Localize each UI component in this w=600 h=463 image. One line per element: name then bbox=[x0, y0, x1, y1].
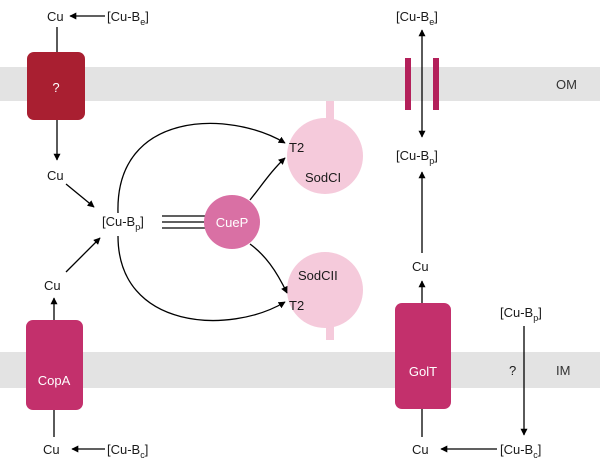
cu-above-copa: Cu bbox=[44, 278, 61, 293]
cuep-label: CueP bbox=[216, 215, 249, 230]
inner-membrane-label: IM bbox=[556, 363, 570, 378]
arrow-cuep-to-sodci bbox=[249, 157, 286, 201]
cu-bc-right: [Cu-Bc] bbox=[500, 442, 541, 460]
golt-protein bbox=[395, 303, 451, 409]
sodci-stalk bbox=[326, 101, 334, 131]
copa-protein bbox=[26, 320, 83, 410]
outer-membrane-band bbox=[0, 67, 600, 101]
outer-membrane-label: OM bbox=[556, 77, 577, 92]
arc-cubp-to-sodci bbox=[117, 122, 286, 214]
sodci-label: SodCI bbox=[305, 170, 341, 185]
sodci-protein bbox=[287, 118, 363, 194]
porin-bar-right bbox=[433, 58, 439, 110]
cu-cytoplasm-left: Cu bbox=[43, 442, 60, 457]
cu-bc-left: [Cu-Bc] bbox=[107, 442, 148, 460]
om-unknown-protein bbox=[27, 52, 85, 120]
sodcii-protein bbox=[287, 252, 363, 328]
cu-top-left: Cu bbox=[47, 9, 64, 24]
sodcii-label: SodCII bbox=[298, 268, 338, 283]
sodci-t2-site: T2 bbox=[289, 140, 304, 155]
arrow-cu-copa-to-cubp bbox=[65, 237, 101, 273]
cu-bp-hub: [Cu-Bp] bbox=[102, 214, 144, 232]
golt-label: GolT bbox=[409, 364, 437, 379]
cuep-protein bbox=[204, 195, 260, 249]
cu-cytoplasm-right: Cu bbox=[412, 442, 429, 457]
cu-above-golt: Cu bbox=[412, 259, 429, 274]
cu-be-top-right: [Cu-Be] bbox=[396, 9, 438, 27]
cu-bp-right: [Cu-Bp] bbox=[396, 148, 438, 166]
im-unknown-transport: ? bbox=[509, 363, 516, 378]
inner-membrane-band bbox=[0, 352, 600, 388]
copa-label: CopA bbox=[38, 373, 71, 388]
porin-bar-left bbox=[405, 58, 411, 110]
cu-bp-above-im: [Cu-Bp] bbox=[500, 305, 542, 323]
sodcii-t2-site: T2 bbox=[289, 298, 304, 313]
cu-periplasm-left: Cu bbox=[47, 168, 64, 183]
arc-cubp-to-sodcii bbox=[117, 235, 286, 322]
arrow-cu-to-cubp bbox=[65, 183, 95, 208]
om-unknown-protein-label: ? bbox=[52, 80, 59, 95]
cu-be-top-left: [Cu-Be] bbox=[107, 9, 149, 27]
arrow-cuep-to-sodcii bbox=[249, 243, 288, 294]
